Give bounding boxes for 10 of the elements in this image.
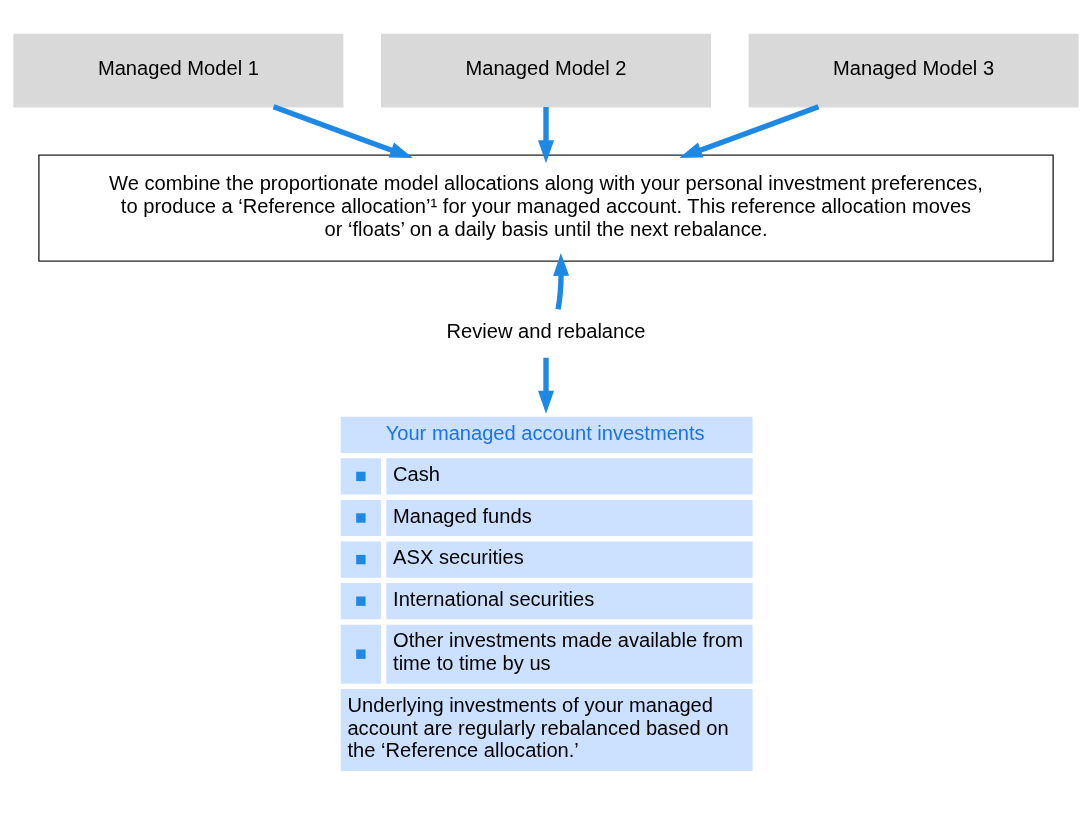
arrow [272,104,413,158]
arrow [553,253,570,310]
node-text: Review and rebalance [446,320,646,343]
node-box: Managed Model 1 [13,33,344,108]
node-box: Managed Model 3 [748,33,1079,108]
node-box: Managed Model 2 [380,33,711,108]
node-box: We combine the proportionate model allocations along with your personal investment preferences, to produce a ‘Reference allocation’¹ for your managed account. This reference allocation moves or ‘floats’ on a daily basis until the next rebalance. [38,154,1054,262]
arrow [679,104,820,158]
arrow [538,107,554,164]
arrow [538,357,554,414]
